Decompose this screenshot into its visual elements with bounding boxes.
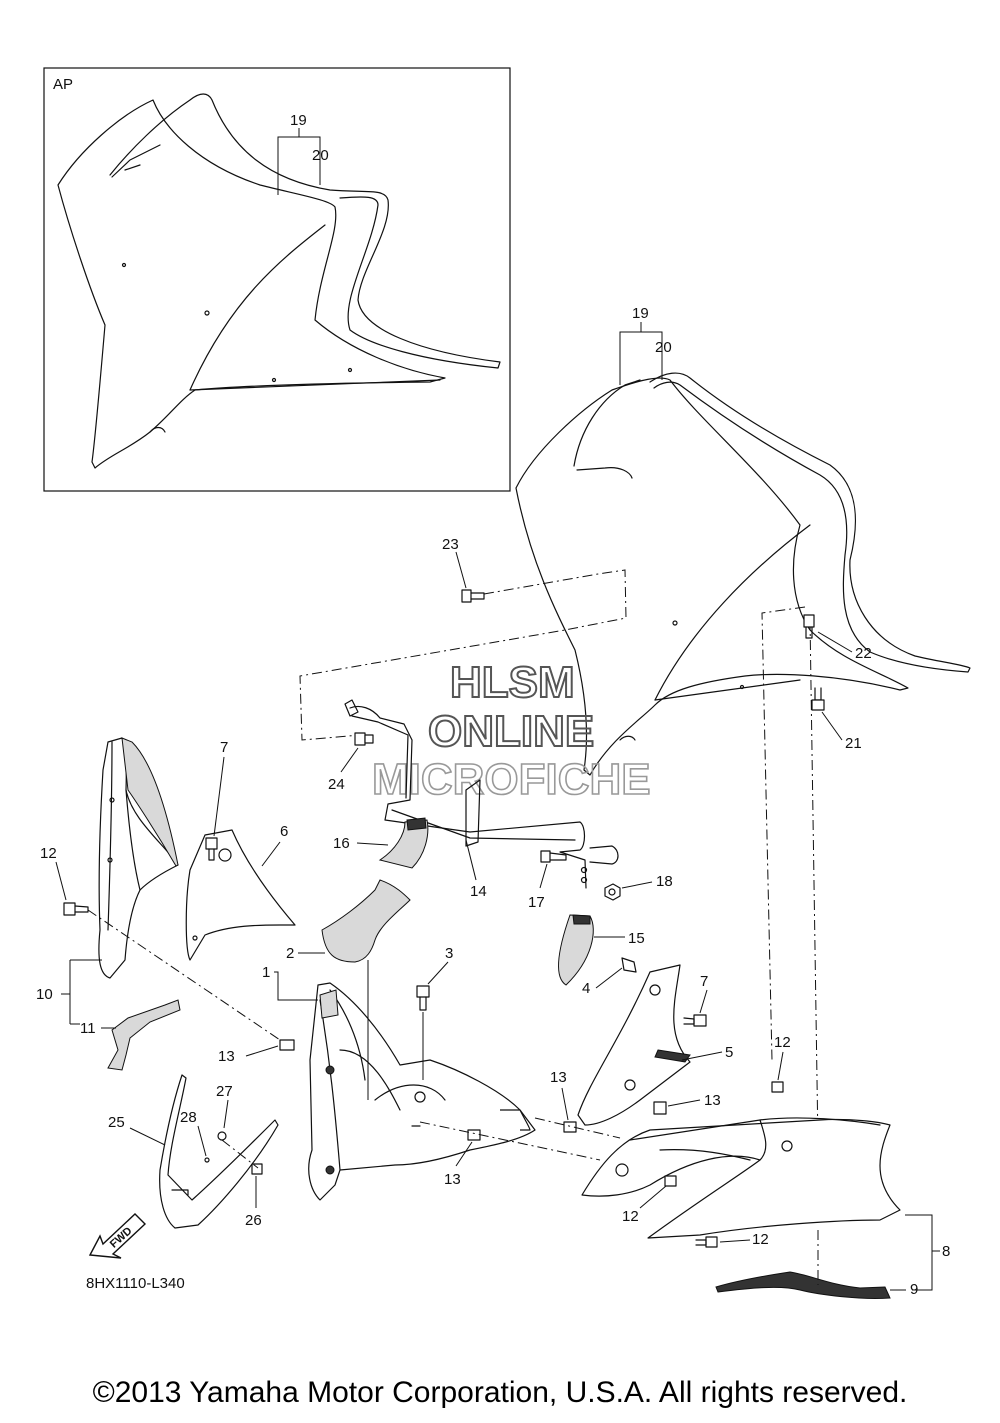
screw-12-left	[63, 902, 89, 916]
screw-7-upper	[205, 837, 218, 861]
screw-12-lower-right	[695, 1236, 718, 1248]
callout-23: 23	[442, 536, 459, 553]
bolt-23	[461, 589, 485, 603]
callout-6: 6	[280, 823, 288, 840]
callout-11: 11	[80, 1020, 96, 1037]
callout-20-inset: 20	[312, 147, 329, 164]
screw-12-upper-right	[771, 1081, 784, 1093]
watermark-line3: MICROFICHE	[372, 755, 651, 804]
side-fairing-8	[581, 1117, 901, 1239]
screw-12-mid-right	[664, 1175, 677, 1187]
damper-15	[558, 914, 594, 986]
diagram-code: 8HX1110-L340	[86, 1275, 185, 1292]
watermark-line1: HLSM	[450, 658, 575, 707]
grommet-13-left	[279, 1039, 295, 1051]
callout-10: 10	[36, 986, 53, 1003]
callout-25: 25	[108, 1114, 125, 1131]
screw-21	[811, 687, 825, 711]
copyright-notice: ©2013 Yamaha Motor Corporation, U.S.A. A…	[92, 1376, 908, 1409]
callout-15: 15	[628, 930, 645, 947]
callout-20-main: 20	[655, 339, 672, 356]
inset-windshield	[57, 99, 446, 469]
callout-27: 27	[216, 1083, 233, 1100]
screw-7-lower	[683, 1014, 707, 1027]
callout-24: 24	[328, 776, 345, 793]
callout-3: 3	[445, 945, 453, 962]
callout-13-left: 13	[218, 1048, 235, 1065]
screw-3	[416, 985, 430, 1011]
callout-19-main: 19	[632, 305, 649, 322]
grommet-13-c	[467, 1129, 481, 1141]
inset-label: AP	[53, 76, 73, 93]
callout-7-lower: 7	[700, 973, 708, 990]
callout-28: 28	[180, 1109, 197, 1126]
callout-12-lower-right: 12	[752, 1231, 769, 1248]
callout-9: 9	[910, 1281, 918, 1298]
piece-11	[107, 999, 181, 1071]
grommet-13-b	[653, 1101, 667, 1115]
screw-26	[251, 1163, 263, 1175]
callout-5: 5	[725, 1044, 733, 1061]
grommet-13-a	[563, 1121, 577, 1133]
panel-6	[185, 829, 296, 961]
bracket-4	[621, 957, 637, 973]
callout-4: 4	[582, 980, 590, 997]
callout-19-inset: 19	[290, 112, 307, 129]
callout-14: 14	[470, 883, 487, 900]
callout-17: 17	[528, 894, 545, 911]
callout-1: 1	[262, 964, 270, 981]
screw-22	[803, 614, 815, 639]
nut-18	[604, 883, 621, 901]
damper-16	[378, 817, 429, 869]
forward-arrow-icon: FWD	[88, 1213, 147, 1259]
collar-24	[354, 732, 374, 746]
callout-13-a: 13	[550, 1069, 567, 1086]
callout-22: 22	[855, 645, 872, 662]
side-panel-10	[98, 737, 179, 979]
callout-12-upper-right: 12	[774, 1034, 791, 1051]
callout-7-upper: 7	[220, 739, 228, 756]
stay-14	[344, 699, 619, 889]
callout-13-b: 13	[704, 1092, 721, 1109]
callout-13-c: 13	[444, 1171, 461, 1188]
callout-26: 26	[245, 1212, 262, 1229]
callout-12-mid-right: 12	[622, 1208, 639, 1225]
watermark: HLSM ONLINE MICROFICHE	[371, 657, 651, 805]
inset-ap: AP 19 20	[43, 67, 511, 492]
callout-21: 21	[845, 735, 862, 752]
bolt-17	[540, 850, 567, 863]
callout-16: 16	[333, 835, 350, 852]
callout-2: 2	[286, 945, 294, 962]
windshield-assembly: 19 20 23 22 21	[299, 305, 971, 1146]
inner-cover-2	[321, 879, 411, 963]
watermark-line2: ONLINE	[428, 707, 594, 756]
trim-9	[715, 1271, 891, 1299]
callout-18: 18	[656, 873, 673, 890]
cowling-1	[308, 982, 536, 1201]
parts-diagram: AP 19 20 19 20	[36, 67, 971, 1299]
callout-8: 8	[942, 1243, 950, 1260]
callout-12-left: 12	[40, 845, 57, 862]
panel-5	[577, 964, 691, 1126]
